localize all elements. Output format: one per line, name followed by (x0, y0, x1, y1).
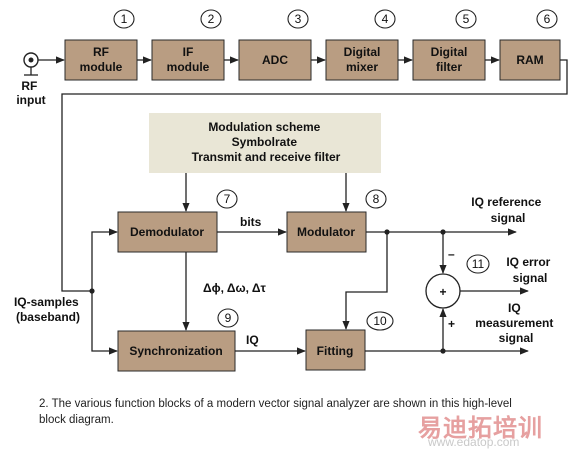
svg-text:Demodulator: Demodulator (130, 225, 204, 239)
svg-text:Modulator: Modulator (297, 225, 355, 239)
iq-measurement-label: IQ measurement signal (475, 301, 556, 345)
iq-error-label: IQ error signal (506, 255, 553, 285)
rf-input-connector-icon (23, 52, 39, 76)
iq-samples-label: IQ-samples (baseband) (14, 295, 82, 324)
delta-params-label: Δϕ, Δω, Δτ (203, 281, 266, 295)
badge-1: 1 (113, 9, 135, 29)
svg-text:2: 2 (208, 12, 215, 26)
svg-text:8: 8 (373, 192, 380, 206)
badge-6: 6 (536, 9, 558, 29)
badge-8: 8 (365, 189, 387, 209)
svg-text:11: 11 (472, 257, 485, 271)
summing-junction: + (425, 273, 461, 309)
figure-caption: 2. The various function blocks of a mode… (39, 398, 512, 426)
svg-text:ADC: ADC (262, 53, 288, 67)
plus-sign: + (448, 317, 455, 331)
modulation-config-box: Modulation scheme Symbolrate Transmit an… (149, 113, 381, 173)
svg-text:6: 6 (544, 12, 551, 26)
badge-7: 7 (216, 189, 238, 209)
badge-4: 4 (374, 9, 396, 29)
demodulator-block: Demodulator (117, 211, 218, 253)
ram-block: RAM (499, 39, 561, 81)
badge-5: 5 (455, 9, 477, 29)
adc-block: ADC (238, 39, 312, 81)
svg-text:1: 1 (121, 12, 128, 26)
svg-text:7: 7 (224, 192, 231, 206)
rf-input-label: RF input (16, 79, 45, 107)
badge-9: 9 (217, 308, 239, 328)
svg-text:+: + (439, 285, 446, 299)
bits-label: bits (240, 215, 262, 229)
minus-sign: – (448, 247, 455, 261)
iq-reference-label: IQ reference signal (471, 195, 544, 225)
badge-2: 2 (200, 9, 222, 29)
modulator-block: Modulator (286, 211, 367, 253)
svg-text:Fitting: Fitting (317, 344, 354, 358)
fitting-block: Fitting (305, 329, 366, 371)
svg-text:Modulation scheme Symbol: Modulation scheme Symbolrate Transmit an… (192, 120, 341, 164)
watermark-url: www.edatop.com (428, 435, 520, 449)
svg-text:RAM: RAM (516, 53, 543, 67)
badge-3: 3 (287, 9, 309, 29)
svg-text:3: 3 (295, 12, 302, 26)
svg-text:4: 4 (382, 12, 389, 26)
svg-text:9: 9 (225, 311, 232, 325)
svg-text:10: 10 (373, 314, 387, 328)
badge-10: 10 (366, 311, 394, 331)
iq-label: IQ (246, 333, 259, 347)
badge-11: 11 (466, 254, 490, 274)
watermark-text: 易迪拓培训 (418, 414, 543, 442)
synchronization-block: Synchronization (117, 330, 236, 372)
svg-text:5: 5 (463, 12, 470, 26)
svg-text:Synchronization: Synchronization (129, 344, 222, 358)
